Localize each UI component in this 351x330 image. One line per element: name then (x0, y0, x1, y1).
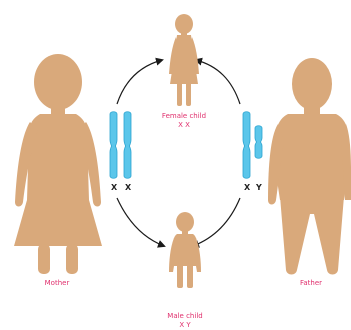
arrow-mother-to-female-child (117, 60, 162, 104)
father-chromosome-y (255, 126, 262, 159)
female-child-label: Female child (144, 112, 224, 121)
female-child-genotype: X X (144, 121, 224, 130)
father-chromosome-label-y: Y (256, 183, 262, 192)
mother-chromosome-x-right (124, 112, 131, 179)
mother-chromosome-label-right: X (125, 183, 131, 192)
father-label: Father (286, 279, 336, 288)
mother-chromosome-x-left (110, 112, 117, 179)
father-chromosomes (243, 112, 262, 179)
mother-left-leg (38, 244, 50, 274)
mother-head (34, 54, 82, 110)
father-torso (276, 114, 348, 200)
mother-chromosomes (110, 112, 131, 179)
female-child-right-leg (186, 82, 191, 106)
father-head (292, 58, 332, 110)
male-child-label: Male child (145, 312, 225, 321)
female-child-head (175, 14, 193, 34)
arrow-father-to-male-child (193, 198, 240, 246)
mother-label: Mother (32, 279, 82, 288)
mother-chromosome-label-left: X (111, 183, 117, 192)
male-child-left-leg (177, 264, 183, 288)
father-chromosome-label-x: X (244, 183, 250, 192)
male-child-head (176, 212, 194, 232)
mother-figure (14, 54, 102, 274)
female-child-figure (169, 14, 199, 106)
mother-right-leg (66, 244, 78, 274)
female-child-left-leg (177, 82, 182, 106)
arrow-mother-to-male-child (117, 198, 164, 246)
father-legs (280, 196, 344, 275)
father-chromosome-x (243, 112, 250, 179)
arrow-father-to-female-child (196, 60, 240, 104)
father-figure (268, 58, 351, 275)
male-child-right-leg (187, 264, 193, 288)
male-child-figure (169, 212, 201, 288)
